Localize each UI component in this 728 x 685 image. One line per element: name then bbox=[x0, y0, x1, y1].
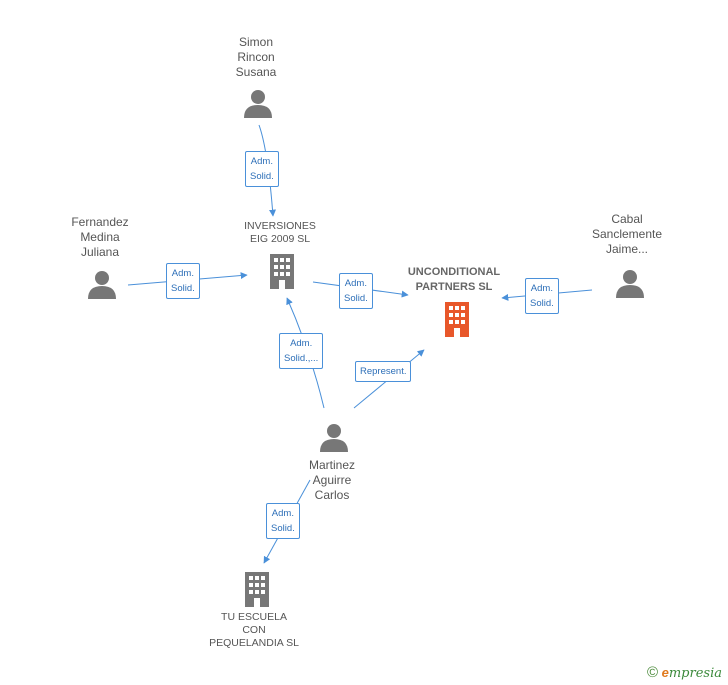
brand-logo-e: e bbox=[661, 665, 669, 680]
node-label-inversiones[interactable]: INVERSIONES EIG 2009 SL bbox=[244, 220, 316, 245]
brand-logo-text: mpresia bbox=[668, 666, 722, 681]
main-company-building-icon[interactable] bbox=[441, 301, 473, 337]
edge-label-simon-inversiones[interactable]: Adm. Solid. bbox=[245, 151, 279, 187]
building-icon[interactable] bbox=[266, 253, 298, 289]
node-label-fernandez[interactable]: Fernandez Medina Juliana bbox=[71, 215, 129, 259]
node-label-cabal[interactable]: Cabal Sanclemente Jaime... bbox=[591, 212, 663, 256]
edge-label-martinez-tuescuela[interactable]: Adm. Solid. bbox=[266, 503, 300, 539]
empresia-copyright[interactable]: © empresia bbox=[647, 664, 722, 681]
edge-label-inversiones-unconditional[interactable]: Adm. Solid. bbox=[339, 273, 373, 309]
node-label-simon[interactable]: Simon Rincon Susana bbox=[235, 35, 277, 79]
person-icon[interactable] bbox=[243, 88, 273, 118]
node-label-unconditional[interactable]: UNCONDITIONAL PARTNERS SL bbox=[407, 266, 501, 293]
person-icon[interactable] bbox=[615, 268, 645, 298]
edge-label-cabal-unconditional[interactable]: Adm. Solid. bbox=[525, 278, 559, 314]
node-label-martinez[interactable]: Martinez Aguirre Carlos bbox=[308, 458, 355, 502]
edge-label-martinez-inversiones[interactable]: Adm. Solid.,... bbox=[279, 333, 324, 369]
copyright-icon: © bbox=[646, 664, 658, 681]
node-label-tuescuela[interactable]: TU ESCUELA CON PEQUELANDIA SL bbox=[209, 611, 299, 649]
person-icon[interactable] bbox=[87, 269, 117, 299]
building-icon[interactable] bbox=[241, 571, 273, 607]
edge-label-martinez-unconditional[interactable]: Represent. bbox=[355, 361, 412, 382]
person-icon[interactable] bbox=[319, 422, 349, 452]
edge-label-fernandez-inversiones[interactable]: Adm. Solid. bbox=[166, 263, 200, 299]
